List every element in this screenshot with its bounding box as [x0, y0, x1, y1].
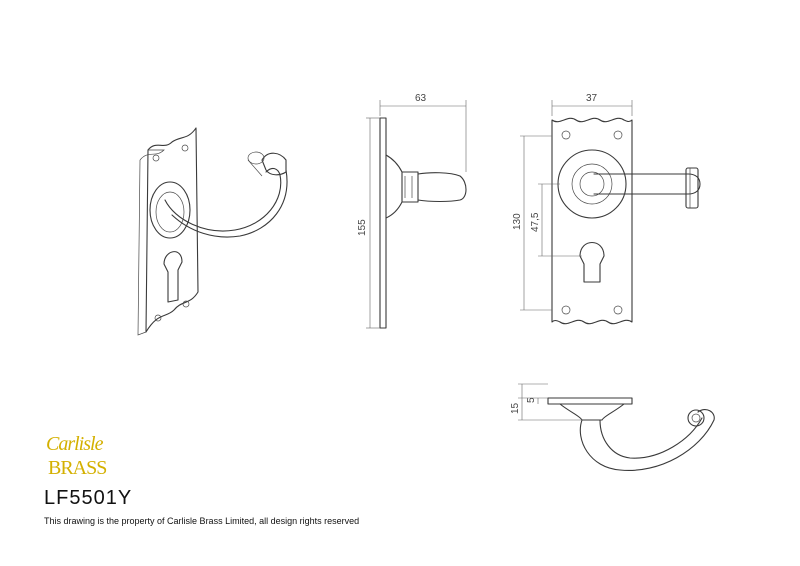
product-code: LF5501Y	[44, 487, 133, 509]
copyright-note: This drawing is the property of Carlisle…	[44, 516, 360, 526]
side-view: 63 155	[357, 93, 467, 329]
dim-front-width: 37	[586, 93, 598, 104]
carlisle-brass-logo: Carlisle BRASS	[46, 433, 107, 479]
dim-front-height: 130	[512, 213, 523, 230]
dim-side-height: 155	[357, 219, 368, 236]
dim-top-plate: 5	[526, 397, 537, 403]
dim-front-centre: 47,5	[530, 212, 541, 232]
isometric-view	[137, 127, 288, 336]
dim-side-depth: 63	[415, 93, 427, 104]
dim-top-total: 15	[510, 402, 521, 414]
svg-text:BRASS: BRASS	[48, 457, 106, 479]
top-view: 15 5	[510, 383, 715, 471]
front-view: 37 130 47,5	[512, 93, 701, 325]
svg-text:Carlisle: Carlisle	[46, 433, 104, 455]
